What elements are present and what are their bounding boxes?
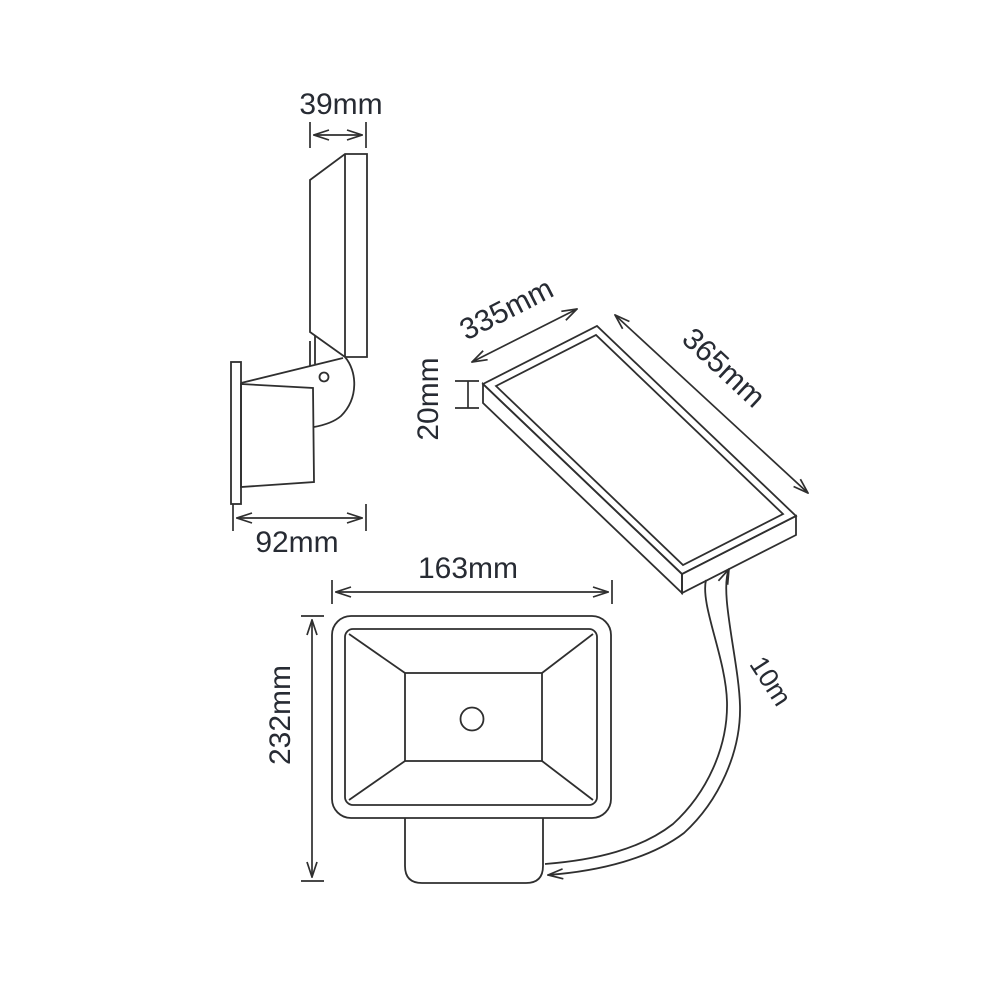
bracket-curved-edge [313, 356, 356, 428]
dimension-335mm: 335mm [455, 272, 577, 362]
cable-length-label-10m: 10m [744, 651, 798, 711]
dimension-label-365mm: 365mm [676, 322, 772, 414]
dimension-label-163mm: 163mm [418, 552, 518, 585]
dimension-label-232mm: 232mm [264, 665, 297, 765]
dimension-365mm: 365mm [615, 315, 808, 493]
cable: 10m [544, 569, 798, 875]
side-view: 39mm 92mm [230, 88, 383, 559]
dimension-92mm: 92mm [232, 504, 367, 559]
dimension-20mm: 20mm [412, 357, 479, 441]
dimension-232mm: 232mm [264, 615, 324, 882]
floodlight-front-view: 163mm 232mm [264, 552, 613, 884]
wall-plate [230, 361, 242, 505]
floodlight-inner-bezel [344, 628, 598, 806]
dimension-extension-ticks [301, 615, 324, 882]
pivot-screw [318, 371, 330, 383]
solar-panel-view: 335mm 365mm 20mm [412, 272, 808, 596]
dimension-label-39mm: 39mm [299, 88, 382, 121]
hinge-neck [309, 336, 316, 366]
floodlight-outer-frame [331, 615, 612, 819]
junction-box-base [404, 818, 544, 884]
dimension-arrow [615, 315, 808, 493]
panel-side-face-right [681, 514, 797, 595]
bracket-top-edge [240, 357, 344, 384]
lamp-head-outline [309, 153, 368, 358]
cable-inner-line [544, 579, 728, 865]
panel-frame [481, 324, 798, 576]
dimension-label-20mm: 20mm [412, 357, 445, 440]
dimension-label-335mm: 335mm [455, 272, 559, 347]
cable-outer-line [548, 569, 741, 875]
dimension-extension-ticks [309, 122, 367, 148]
dimension-label-92mm: 92mm [255, 526, 338, 559]
dimension-163mm: 163mm [331, 552, 613, 604]
sensor-dot [459, 706, 485, 732]
dimension-arrow [472, 309, 577, 362]
reflector-corner-lines [348, 633, 594, 801]
housing-body [240, 383, 315, 488]
dimension-extension-ticks [232, 504, 367, 531]
dimension-39mm: 39mm [299, 88, 383, 148]
thickness-gauge [455, 380, 479, 409]
floodlight-aperture [404, 672, 543, 762]
